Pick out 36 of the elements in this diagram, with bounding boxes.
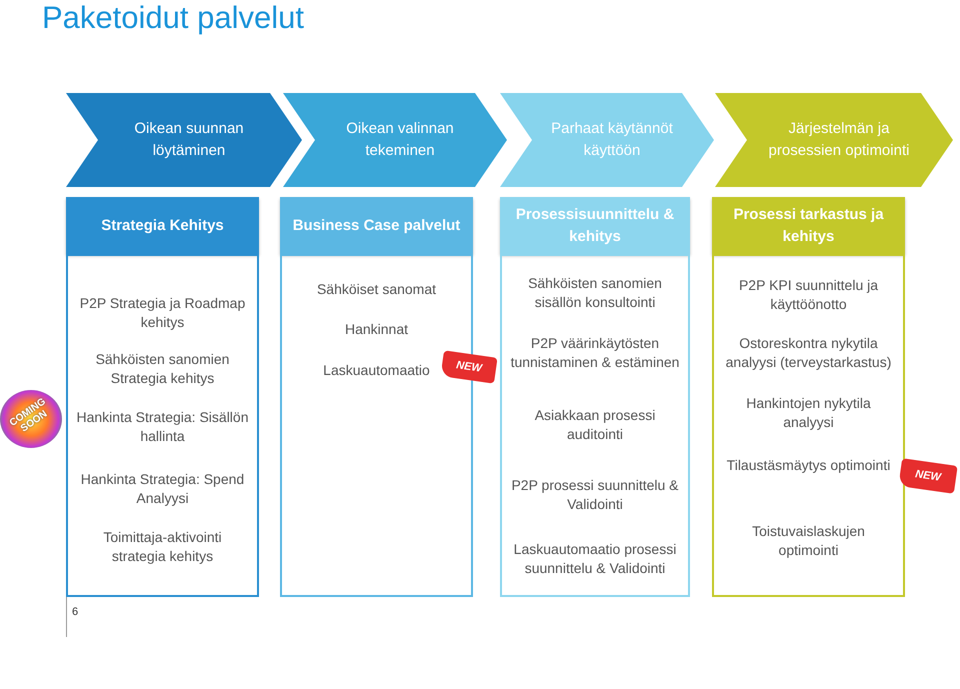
chevron-text: Parhaat käytännöt käyttöön <box>550 119 674 161</box>
service-item: Asiakkaan prosessi auditointi <box>534 406 656 444</box>
service-item: Tilaustäsmäytys optimointi <box>726 456 892 475</box>
column-panel <box>500 254 690 597</box>
service-item: Hankinta Strategia: Sisällön hallinta <box>76 408 249 446</box>
service-item: Hankinnat <box>344 320 410 339</box>
tag-text: NEW <box>454 358 484 377</box>
service-item: P2P KPI suunnittelu ja käyttöönotto <box>738 276 880 314</box>
service-item: Laskuautomaatio prosessi suunnittelu & Validointi <box>512 540 678 578</box>
chevron-text: Oikean suunnan löytäminen <box>133 119 245 161</box>
service-item: Sähköisten sanomien sisällön konsultointi <box>527 274 663 312</box>
tag-text: NEW <box>913 467 943 486</box>
page-number: 6 <box>72 606 78 618</box>
service-item: Hankinta Strategia: Spend Analyysi <box>80 470 246 508</box>
column-header <box>280 197 473 254</box>
column-panel <box>712 254 905 597</box>
service-item: P2P väärinkäytösten tunnistaminen & estäminen <box>510 334 680 372</box>
service-item: Sähköisten sanomien Strategia kehitys <box>94 350 230 388</box>
chevron-text: Oikean valinnan tekeminen <box>345 119 455 161</box>
service-item: Ostoreskontra nykytila analyysi (terveystarkastus) <box>724 334 892 372</box>
slide-title: Paketoidut palvelut <box>42 0 304 36</box>
service-item: Toistuvaislaskujen optimointi <box>751 522 866 560</box>
service-item: P2P prosessi suunnittelu & Validointi <box>510 476 680 514</box>
service-item: Sähköiset sanomat <box>316 280 438 299</box>
service-item: Toimittaja-aktivointi strategia kehitys <box>102 528 223 566</box>
column-panel <box>66 254 259 597</box>
column-header <box>500 197 690 254</box>
column-header <box>712 197 905 254</box>
service-item: Hankintojen nykytila analyysi <box>745 394 872 432</box>
header-text: Strategia Kehitys <box>100 216 225 236</box>
header-text: Prosessi tarkastus ja kehitys <box>732 204 885 246</box>
service-item: P2P Strategia ja Roadmap kehitys <box>78 294 246 332</box>
column-header <box>66 197 259 254</box>
header-text: Prosessisuunnittelu & kehitys <box>514 204 676 246</box>
chevron-text: Järjestelmän ja prosessien optimointi <box>768 119 910 161</box>
header-text: Business Case palvelut <box>292 216 462 236</box>
